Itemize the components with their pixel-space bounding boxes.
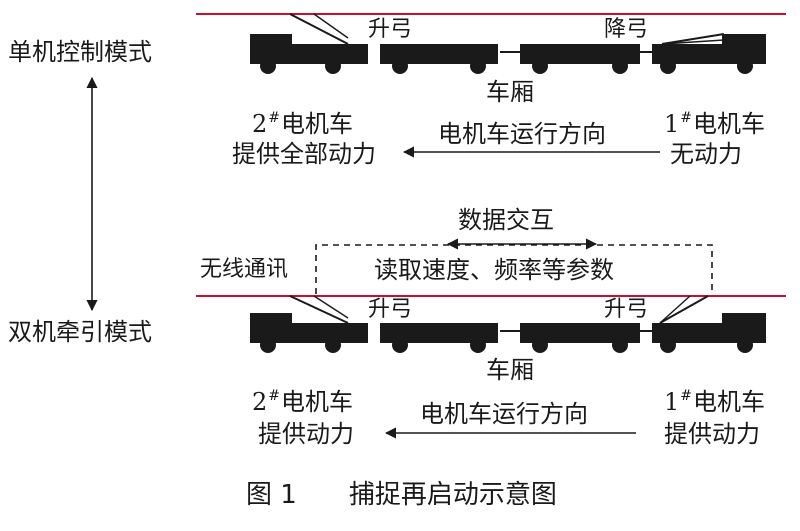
read-params-label: 读取速度、频率等参数 <box>374 256 614 284</box>
loco2-power-bottom: 提供动力 <box>258 420 354 448</box>
mode-dual-label: 双机牵引模式 <box>8 318 152 346</box>
data-exchange-label: 数据交互 <box>458 206 554 234</box>
locomotive-1-bottom <box>652 295 766 353</box>
pantograph-left-label-top: 升弓 <box>368 17 413 42</box>
loco1-name-top: 1#电机车 <box>664 110 766 138</box>
carriage-a-top <box>380 44 498 74</box>
direction-label-bottom: 电机车运行方向 <box>420 400 588 428</box>
carriage-label-top: 车厢 <box>486 78 534 106</box>
direction-label-top: 电机车运行方向 <box>438 120 606 148</box>
wireless-label: 无线通讯 <box>200 257 289 282</box>
loco1-name-bottom: 1#电机车 <box>664 388 766 416</box>
carriage-a-bottom <box>380 323 498 353</box>
loco2-power-top: 提供全部动力 <box>232 140 376 168</box>
pantograph-right-label-top: 降弓 <box>604 17 649 42</box>
pantograph-left-label-bottom: 升弓 <box>368 297 413 322</box>
locomotive-1-top <box>652 33 766 74</box>
loco2-name-top: 2#电机车 <box>252 110 354 138</box>
loco2-name-bottom: 2#电机车 <box>252 388 354 416</box>
loco1-power-bottom: 提供动力 <box>664 420 760 448</box>
train-bottom <box>250 295 766 353</box>
carriage-b-bottom <box>520 323 640 353</box>
carriage-label-bottom: 车厢 <box>486 356 534 384</box>
carriage-b-top <box>520 44 640 74</box>
locomotive-2-bottom <box>250 295 368 353</box>
wireless-link-box <box>315 244 713 294</box>
loco1-power-top: 无动力 <box>670 140 742 168</box>
mode-single-label: 单机控制模式 <box>8 38 152 66</box>
locomotive-2-top <box>250 13 368 74</box>
pantograph-right-label-bottom: 升弓 <box>604 297 649 322</box>
figure-caption: 图 1 捕捉再启动示意图 <box>246 480 557 510</box>
train-top <box>250 13 766 74</box>
